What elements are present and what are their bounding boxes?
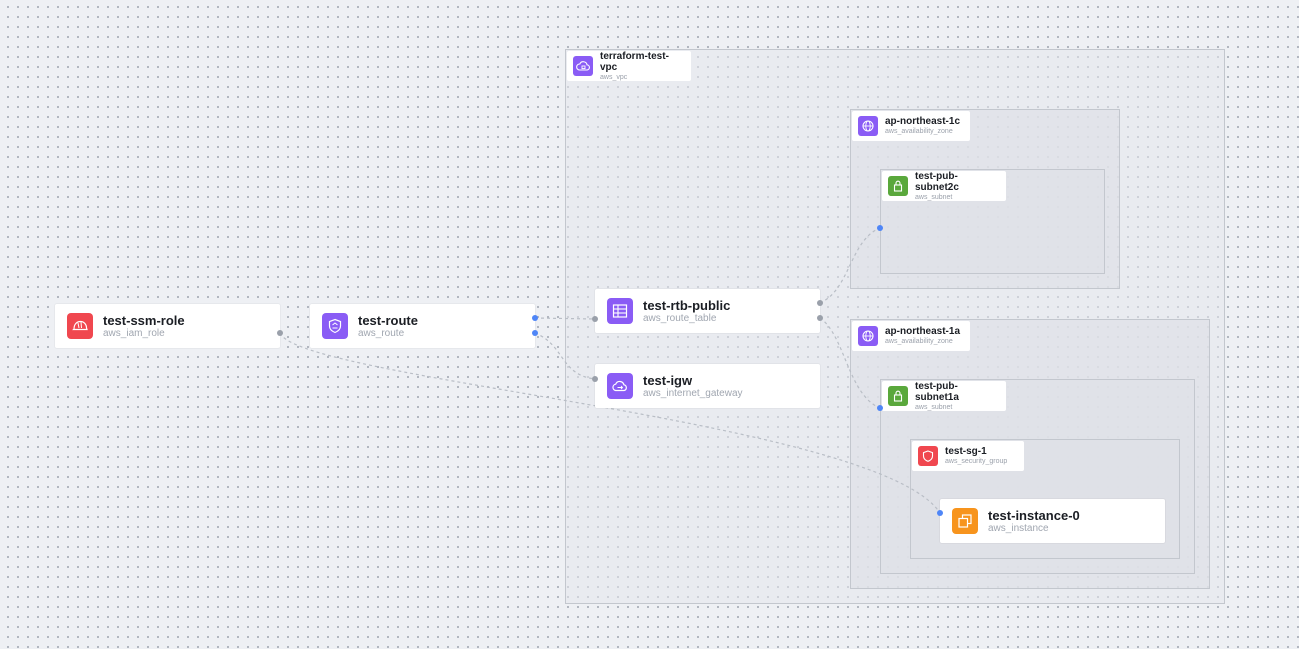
vpc-cloud-icon	[573, 56, 593, 76]
instance-port[interactable]	[937, 510, 943, 516]
globe-icon	[858, 326, 878, 346]
security-group-label[interactable]: test-sg-1 aws_security_group	[912, 441, 1024, 471]
instance-node[interactable]: test-instance-0 aws_instance	[940, 499, 1165, 543]
subnet-2c-port[interactable]	[877, 225, 883, 231]
lock-icon	[888, 176, 908, 196]
subnet-1a-port[interactable]	[877, 405, 883, 411]
az-1a-name: ap-northeast-1a	[885, 326, 961, 337]
az-1c-label[interactable]: ap-northeast-1c aws_availability_zone	[852, 111, 970, 141]
iam-role-name: test-ssm-role	[103, 312, 185, 328]
subnet-2c-label[interactable]: test-pub-subnet2c aws_subnet	[882, 171, 1006, 201]
vpc-label[interactable]: terraform-test-vpc aws_vpc	[567, 51, 691, 81]
route-table-port-out-2[interactable]	[817, 315, 823, 321]
instance-icon	[952, 508, 978, 534]
route-table-name: test-rtb-public	[643, 297, 731, 313]
cloud-gateway-icon	[607, 373, 633, 399]
az-1c-type: aws_availability_zone	[885, 128, 953, 135]
helmet-icon	[67, 313, 93, 339]
internet-gateway-type: aws_internet_gateway	[643, 387, 743, 399]
internet-gateway-node[interactable]: test-igw aws_internet_gateway	[595, 364, 820, 408]
iam-role-type: aws_iam_role	[103, 327, 165, 339]
internet-gateway-name: test-igw	[643, 372, 693, 388]
instance-type: aws_instance	[988, 522, 1049, 534]
route-table-node[interactable]: test-rtb-public aws_route_table	[595, 289, 820, 333]
subnet-1a-type: aws_subnet	[915, 403, 953, 411]
subnet-2c-type: aws_subnet	[915, 193, 953, 201]
route-name: test-route	[358, 312, 418, 328]
az-1c-name: ap-northeast-1c	[885, 116, 961, 127]
route-port-out-2[interactable]	[532, 330, 538, 336]
security-group-type: aws_security_group	[945, 458, 1008, 465]
globe-icon	[858, 116, 878, 136]
security-group-name: test-sg-1	[945, 446, 987, 457]
internet-gateway-port-in[interactable]	[592, 376, 598, 382]
subnet-1a-label[interactable]: test-pub-subnet1a aws_subnet	[882, 381, 1006, 411]
route-shield-icon	[322, 313, 348, 339]
route-table-port-out-1[interactable]	[817, 300, 823, 306]
iam-role-node[interactable]: test-ssm-role aws_iam_role	[55, 304, 280, 348]
route-port-out-1[interactable]	[532, 315, 538, 321]
route-node[interactable]: test-route aws_route	[310, 304, 535, 348]
az-1a-type: aws_availability_zone	[885, 338, 953, 345]
table-icon	[607, 298, 633, 324]
subnet-2c-name: test-pub-subnet2c	[915, 170, 959, 193]
route-table-type: aws_route_table	[643, 312, 717, 324]
iam-role-port[interactable]	[277, 330, 283, 336]
instance-name: test-instance-0	[988, 507, 1080, 523]
lock-icon	[888, 386, 908, 406]
subnet-1a-name: test-pub-subnet1a	[915, 380, 959, 403]
route-table-port-in[interactable]	[592, 316, 598, 322]
shield-icon	[918, 446, 938, 466]
vpc-type: aws_vpc	[600, 73, 628, 81]
az-1a-label[interactable]: ap-northeast-1a aws_availability_zone	[852, 321, 970, 351]
vpc-name: terraform-test-vpc	[600, 50, 669, 73]
route-type: aws_route	[358, 327, 405, 339]
